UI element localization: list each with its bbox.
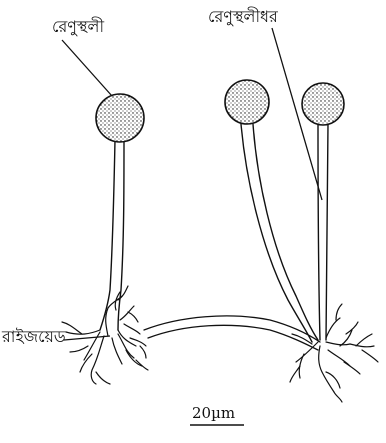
right-rhizoid	[290, 304, 378, 402]
label-sporangiophore: রেণুস্থলীধর	[208, 8, 278, 26]
label-rhizoid: রাইজয়েড	[2, 328, 66, 346]
stolon	[144, 316, 320, 350]
right-sporangiophore-2	[318, 124, 328, 340]
label-sporangium: রেণুস্থলী	[52, 18, 104, 36]
left-sporangium	[96, 94, 144, 142]
leader-line-sporangium	[62, 40, 112, 96]
right-sporangiophore-1	[241, 124, 318, 342]
right-sporangium-2	[302, 83, 344, 125]
right-sporangium-1	[225, 80, 269, 124]
label-scale: 20µm	[192, 404, 235, 422]
left-sporangiophore	[100, 140, 124, 330]
left-rhizoid	[62, 286, 148, 384]
